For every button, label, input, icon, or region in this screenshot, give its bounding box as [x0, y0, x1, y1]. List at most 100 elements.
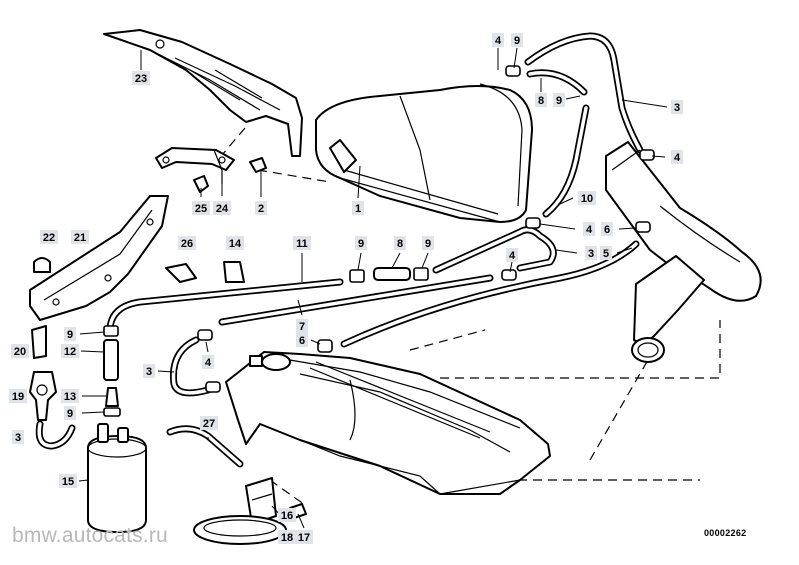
hose-8-upper[interactable] [526, 69, 588, 96]
callout-label: 9 [358, 238, 364, 250]
callout-14: 14 [226, 236, 244, 250]
callout-4: 4 [506, 248, 518, 262]
callout-17: 17 [295, 530, 313, 544]
hose-7[interactable] [218, 274, 494, 326]
callout-label: 23 [135, 73, 147, 85]
callout-label: 18 [281, 532, 293, 544]
callout-label: 3 [146, 366, 152, 378]
canister-15[interactable] [87, 423, 147, 533]
fuel-tank[interactable] [225, 351, 551, 495]
callout-24: 24 [213, 201, 231, 215]
callout-label: 21 [74, 232, 86, 244]
callout-1: 1 [352, 201, 364, 215]
valve-13[interactable] [103, 387, 121, 417]
callout-label: 13 [64, 391, 76, 403]
hose-5[interactable] [340, 240, 640, 348]
callout-11: 11 [293, 236, 311, 250]
callout-13: 13 [61, 389, 79, 403]
callout-label: 10 [581, 193, 593, 205]
callout-label: 6 [299, 335, 305, 347]
callout-label: 7 [299, 321, 305, 333]
callout-label: 27 [203, 418, 215, 430]
callout-label: 16 [281, 510, 293, 522]
callout-26: 26 [178, 236, 196, 250]
callout-8: 8 [535, 93, 547, 107]
bracket-16[interactable] [245, 477, 277, 525]
callout-label: 25 [195, 203, 207, 215]
callout-label: 4 [674, 152, 681, 164]
callout-16: 16 [278, 508, 296, 522]
callout-label: 4 [495, 35, 502, 47]
connector-12[interactable] [103, 325, 119, 381]
clip-25[interactable] [193, 175, 209, 193]
callout-label: 3 [15, 432, 21, 444]
callout-7: 7 [296, 319, 308, 333]
callout-label: 26 [181, 238, 193, 250]
callout-3: 3 [12, 430, 24, 444]
callout-15: 15 [59, 474, 77, 488]
callout-label: 9 [67, 408, 73, 420]
connector-middle[interactable] [349, 267, 429, 283]
hose-27[interactable] [166, 425, 244, 468]
callout-label: 6 [604, 224, 610, 236]
callout-label: 3 [674, 102, 680, 114]
callout-label: 2 [258, 203, 264, 215]
clip-26[interactable] [165, 263, 197, 283]
callout-label: 1 [355, 203, 361, 215]
callout-label: 4 [509, 250, 516, 262]
hose-10[interactable] [542, 104, 590, 218]
diagram-number: 00002262 [704, 528, 747, 538]
hose-11[interactable] [106, 278, 344, 332]
callout-27: 27 [200, 416, 218, 430]
callout-label: 9 [67, 329, 73, 341]
clip-14[interactable] [223, 261, 245, 283]
callout-label: 4 [586, 224, 593, 236]
callout-4: 4 [492, 33, 504, 47]
callout-19: 19 [9, 389, 27, 403]
callout-4: 4 [202, 355, 214, 369]
callout-2: 2 [255, 201, 267, 215]
callout-label: 19 [12, 391, 24, 403]
callout-label: 9 [425, 238, 431, 250]
callout-label: 24 [216, 203, 229, 215]
valve-19[interactable] [29, 371, 57, 421]
callout-9: 9 [511, 33, 523, 47]
hose-3-canister[interactable] [35, 420, 76, 450]
callout-9: 9 [64, 406, 76, 420]
watermark: bmw.autocats.ru [12, 524, 168, 547]
reinforcement-21[interactable] [29, 195, 169, 321]
callout-22: 22 [40, 230, 58, 244]
callout-label: 5 [603, 248, 609, 260]
callout-25: 25 [192, 201, 210, 215]
callout-3: 3 [143, 364, 155, 378]
callout-label: 11 [296, 238, 308, 250]
nut-2[interactable] [249, 157, 267, 173]
expansion-tank-1[interactable] [315, 83, 533, 223]
hose-3-middle[interactable] [432, 226, 557, 274]
callout-label: 8 [397, 238, 403, 250]
callout-10: 10 [578, 191, 596, 205]
heat-shield-23[interactable] [103, 29, 303, 157]
callout-9: 9 [422, 236, 434, 250]
filler-neck[interactable] [605, 141, 762, 363]
hose-3-lower[interactable] [169, 336, 212, 397]
clamps[interactable] [197, 65, 655, 393]
callout-3: 3 [585, 246, 597, 260]
callout-label: 3 [588, 248, 594, 260]
cap-22[interactable] [33, 257, 51, 273]
callout-4: 4 [671, 150, 683, 164]
callout-23: 23 [132, 71, 150, 85]
callout-label: 14 [229, 238, 242, 250]
callout-label: 12 [64, 346, 76, 358]
callout-9: 9 [64, 327, 76, 341]
callout-6: 6 [296, 333, 308, 347]
hose-3-upper[interactable] [524, 32, 644, 154]
callout-label: 22 [43, 232, 55, 244]
strap-18[interactable] [193, 515, 287, 545]
callout-label: 15 [62, 476, 74, 488]
valve-20[interactable] [31, 325, 47, 359]
callout-label: 9 [556, 95, 562, 107]
callout-21: 21 [71, 230, 89, 244]
